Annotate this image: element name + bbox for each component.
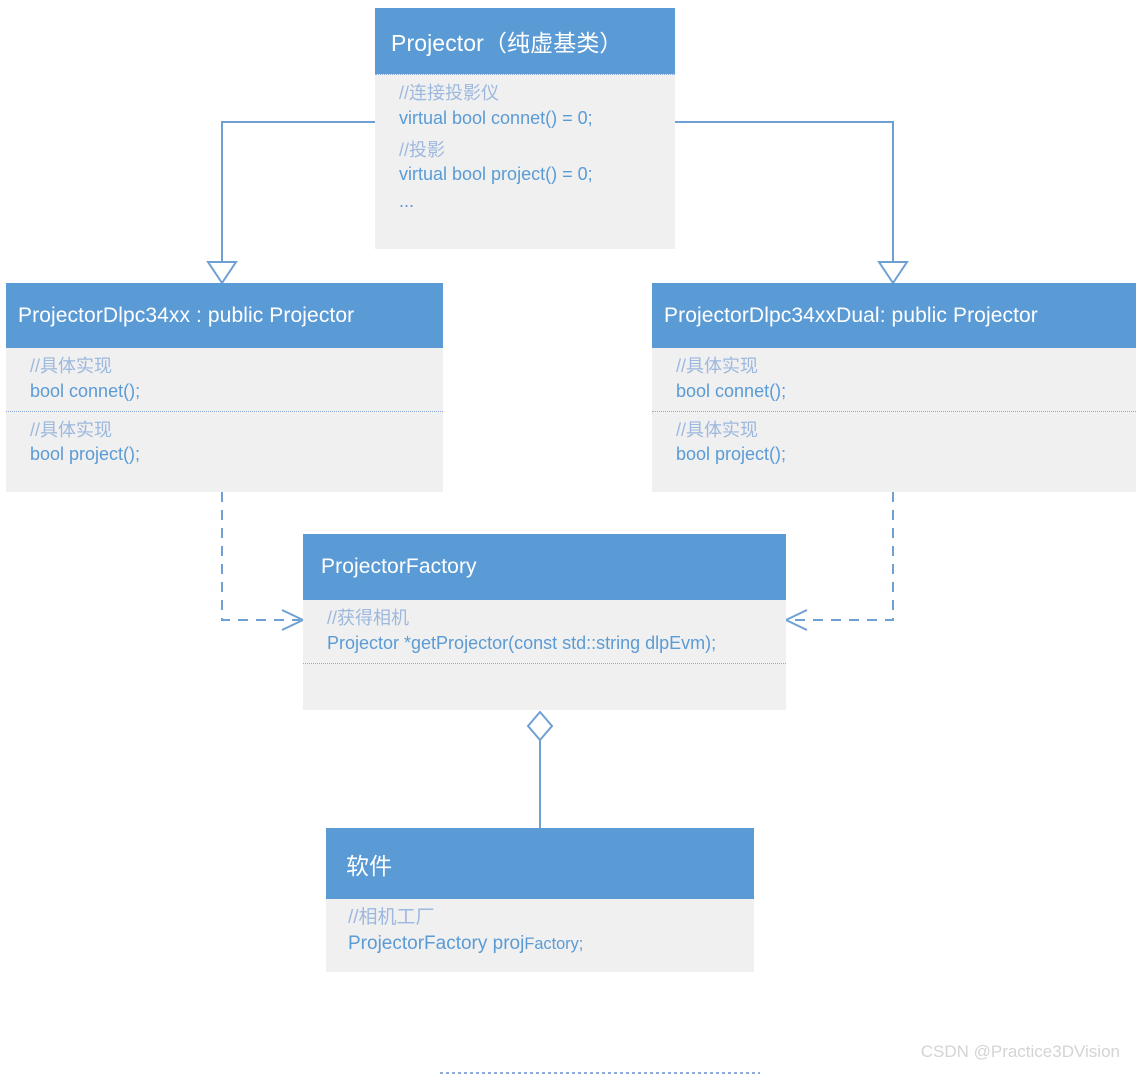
comment-text: //具体实现 [676,419,759,440]
hollow-triangle-arrowhead-left [206,261,238,285]
class-title-projector-factory: ProjectorFactory [303,534,786,600]
class-box-projector-factory[interactable]: ProjectorFactory //获得相机 Projector *getPr… [303,534,786,710]
class-box-projector-dlpc34xx-dual[interactable]: ProjectorDlpc34xxDual: public Projector … [652,283,1136,492]
code-text-suffix: Factory; [524,935,584,954]
hollow-diamond-arrowhead [526,710,554,742]
compartment-get-projector: //获得相机 Projector *getProjector(const std… [303,600,786,664]
dependency-line-left [221,492,306,631]
compartment-project: //具体实现 bool project(); [652,410,1136,475]
class-body-software: //相机工厂 ProjectorFactory projFactory; [326,899,754,972]
compartment-project: //具体实现 bool project(); [6,410,443,475]
aggregation-line [526,710,554,828]
comment-text: //连接投影仪 [399,83,500,103]
code-text: Projector *getProjector(const std::strin… [327,632,717,653]
class-body-projector-dlpc34xx-dual: //具体实现 bool connet(); //具体实现 bool projec… [652,348,1136,492]
dependency-line-right [783,492,894,631]
code-text: virtual bool connet() = 0; [399,107,593,128]
code-text: virtual bool project() = 0; [399,164,593,185]
comment-text: //投影 [399,139,446,160]
open-arrowhead-right [783,609,808,631]
compartment-connet: //具体实现 bool connet(); [652,348,1136,411]
class-box-projector-dlpc34xx[interactable]: ProjectorDlpc34xx : public Projector //具… [6,283,443,492]
class-body-projector: //连接投影仪 virtual bool connet() = 0; //投影 … [375,74,675,249]
class-box-projector[interactable]: Projector（纯虚基类） //连接投影仪 virtual bool con… [375,8,675,249]
class-title-software: 软件 [326,828,754,899]
hollow-triangle-arrowhead-right [877,261,909,285]
compartment-connet: //具体实现 bool connet(); [6,348,443,411]
generalization-line-right [675,121,909,285]
class-title-projector-dlpc34xx-dual: ProjectorDlpc34xxDual: public Projector [652,283,1136,348]
compartment-ellipsis: ... [375,187,675,221]
csdn-watermark: CSDN @Practice3DVision [920,1042,1120,1061]
class-box-software[interactable]: 软件 //相机工厂 ProjectorFactory projFactory; [326,828,754,972]
comment-text: //获得相机 [327,608,410,628]
class-title-projector-dlpc34xx: ProjectorDlpc34xx : public Projector [6,283,443,348]
class-body-projector-dlpc34xx: //具体实现 bool connet(); //具体实现 bool projec… [6,348,443,492]
code-text: bool connet(); [676,380,787,401]
class-title-projector: Projector（纯虚基类） [375,8,675,74]
code-text: ... [399,191,415,212]
class-body-projector-factory: //获得相机 Projector *getProjector(const std… [303,600,786,710]
compartment-project: //投影 virtual bool project() = 0; [375,138,675,188]
comment-text: //具体实现 [676,356,759,376]
code-text: ProjectorFactory projFactory; [348,931,754,957]
compartment-proj-factory: //相机工厂 ProjectorFactory projFactory; [326,899,754,964]
compartment-connet: //连接投影仪 virtual bool connet() = 0; [375,74,675,138]
code-text-main: ProjectorFactory proj [348,933,525,955]
code-text: bool project(); [676,444,787,465]
comment-text: //相机工厂 [348,907,435,928]
comment-text: //具体实现 [30,356,113,376]
code-text: bool connet(); [30,380,141,401]
code-text: bool project(); [30,444,141,465]
comment-text: //具体实现 [30,419,113,440]
